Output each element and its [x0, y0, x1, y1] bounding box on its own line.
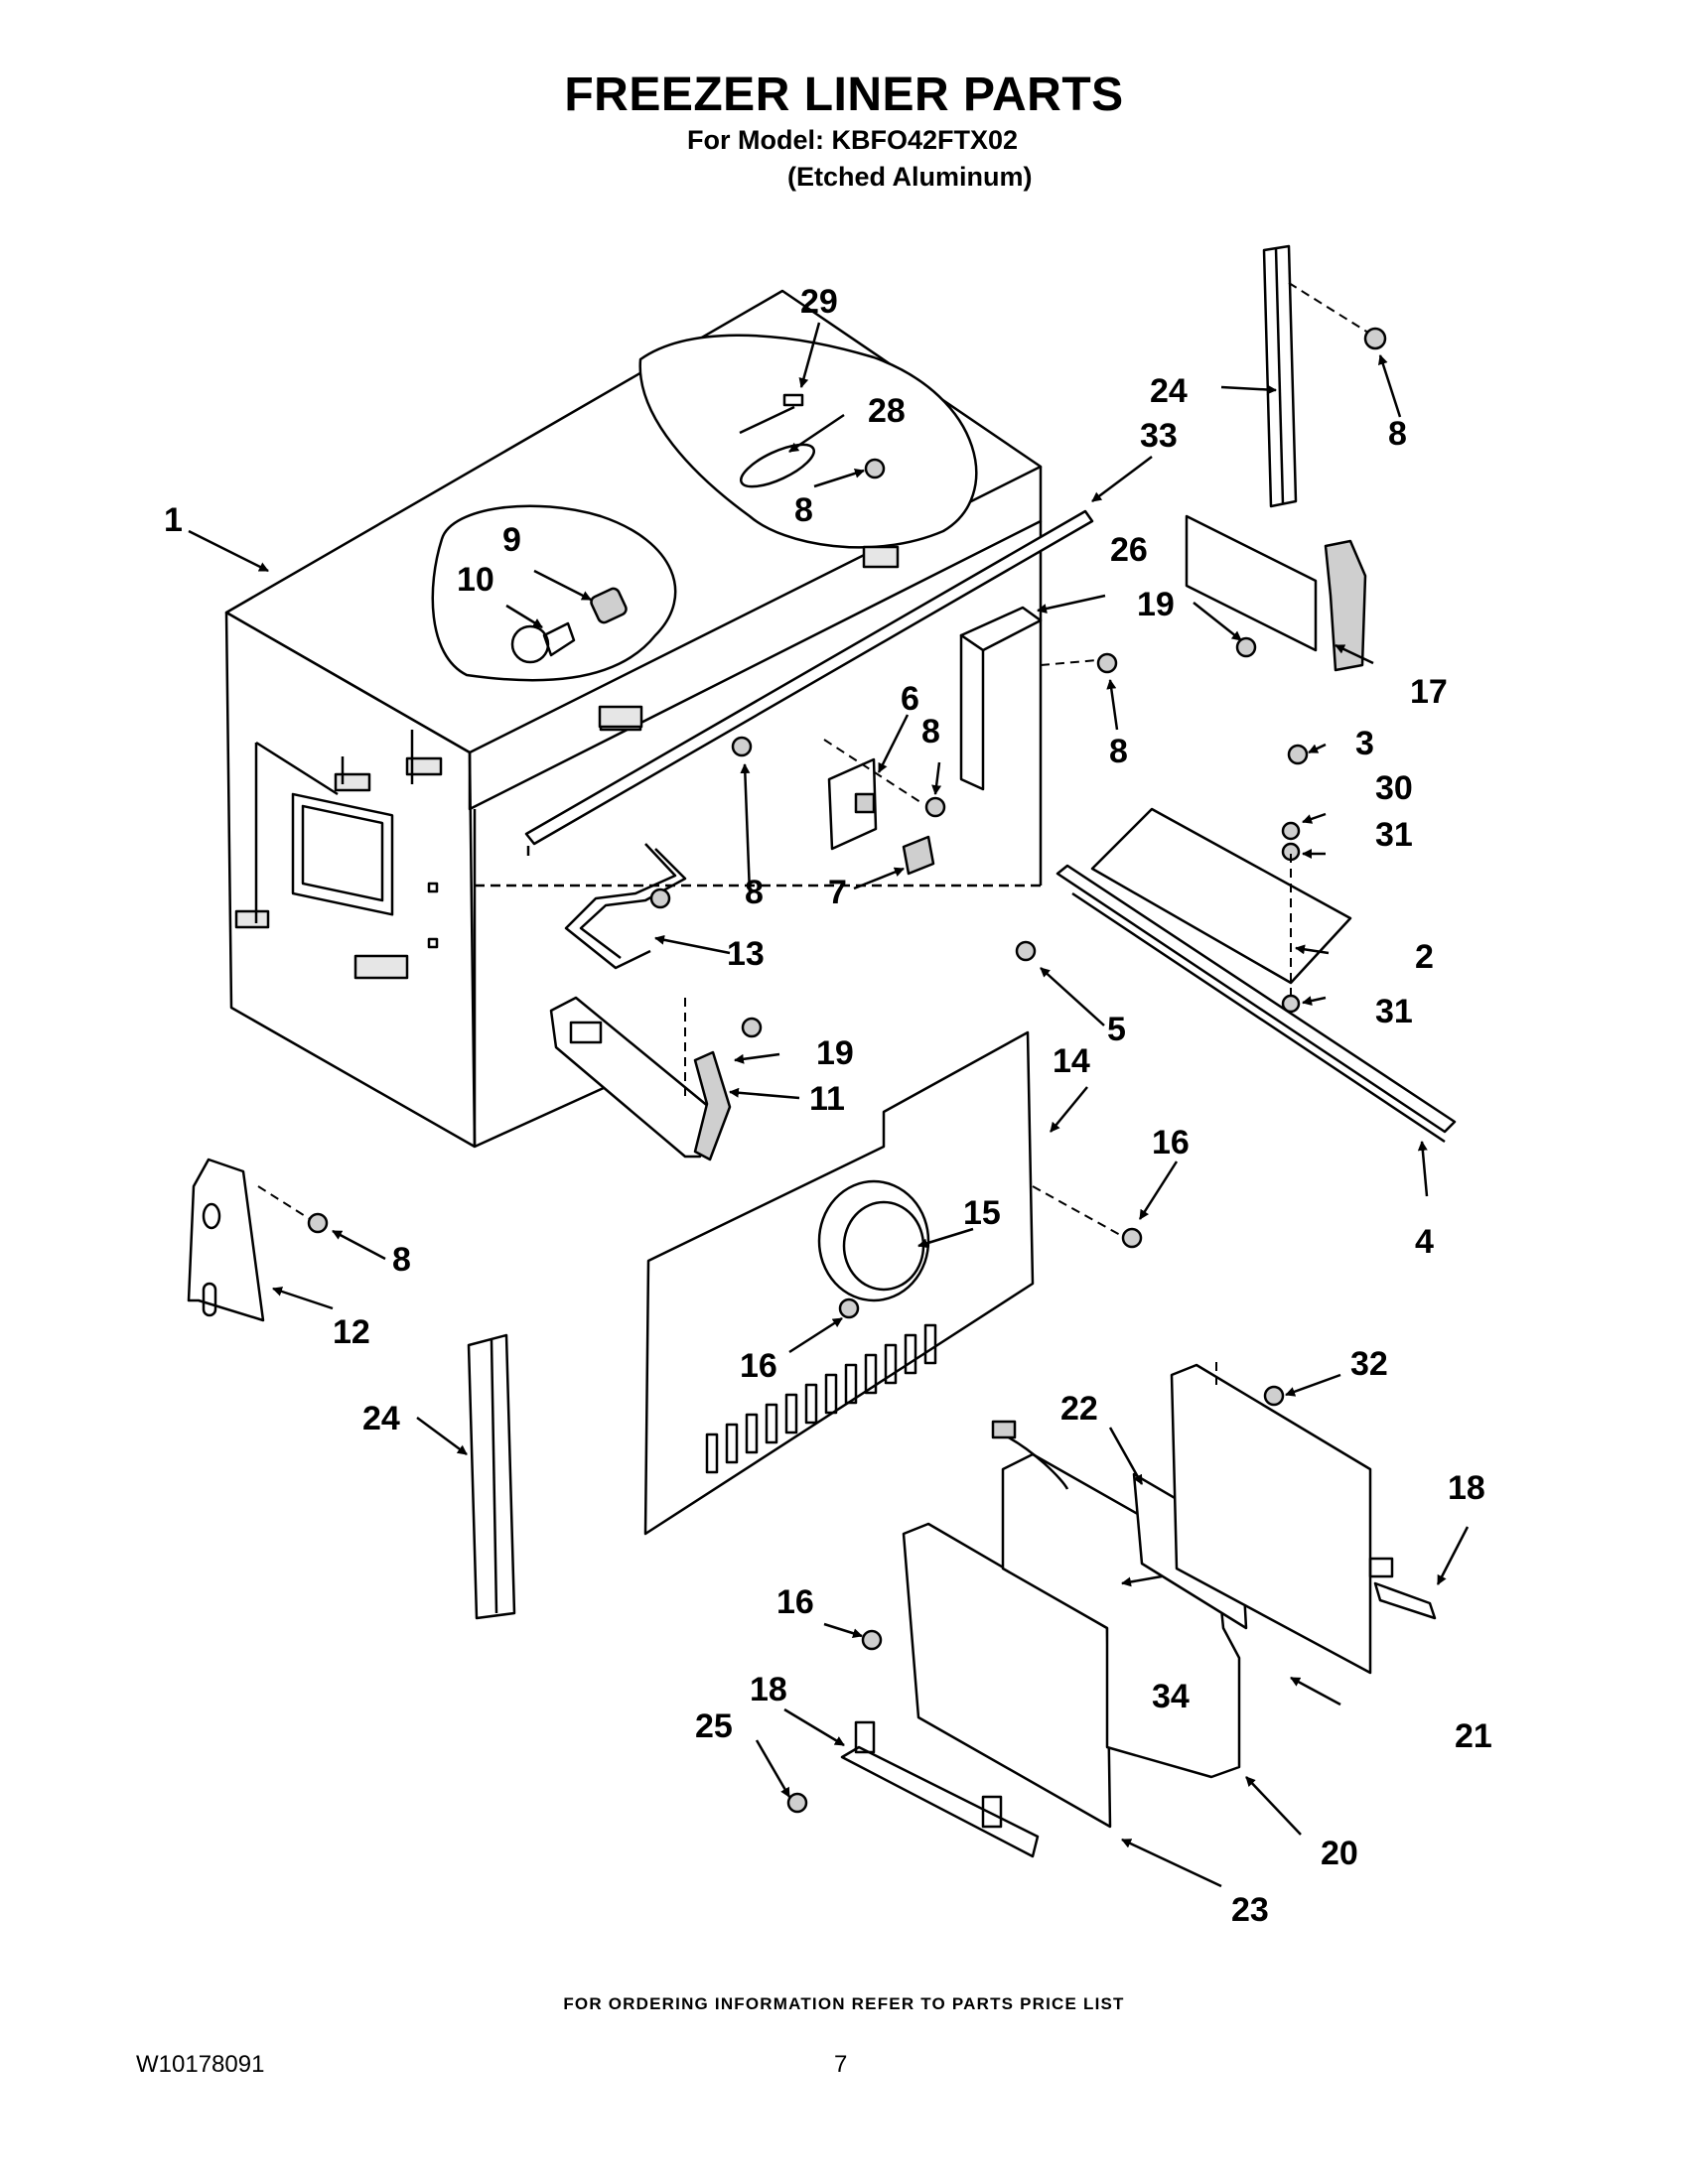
callout-6: 6 — [901, 680, 919, 718]
assembly-lines — [257, 282, 1369, 1385]
callout-11: 11 — [809, 1080, 845, 1118]
callout-labels: 1 2 3 4 5 6 7 8 8 8 8 8 8 9 10 11 12 13 … — [164, 283, 1492, 1929]
right-guide-rail-24 — [1262, 244, 1298, 508]
callout-15: 15 — [963, 1194, 1001, 1232]
callout-31-lower: 31 — [1375, 993, 1413, 1030]
callout-18-left: 18 — [750, 1671, 787, 1708]
leader-arrows — [188, 322, 1470, 1888]
finish-description: (Etched Aluminum) — [787, 162, 1033, 192]
callout-26: 26 — [1110, 531, 1148, 569]
callout-20: 20 — [1321, 1835, 1358, 1872]
freezer-liner-box — [224, 289, 1043, 1149]
top-trim-strip — [524, 509, 1094, 856]
callout-21: 21 — [1455, 1717, 1492, 1755]
wire-retainer-13 — [564, 843, 687, 970]
callout-28: 28 — [868, 392, 906, 430]
callout-34: 34 — [1152, 1678, 1190, 1715]
callout-5: 5 — [1107, 1011, 1126, 1048]
callout-33: 33 — [1140, 417, 1178, 455]
callout-14: 14 — [1053, 1042, 1090, 1080]
callout-24-right: 24 — [1150, 372, 1188, 410]
callout-18-right: 18 — [1448, 1469, 1485, 1507]
callout-24-left: 24 — [362, 1400, 400, 1437]
switch-bracket-6 — [827, 757, 935, 876]
corner-bracket-12 — [187, 1158, 265, 1322]
page-number: 7 — [834, 2051, 848, 2078]
callout-32: 32 — [1350, 1345, 1388, 1383]
document-number: W10178091 — [136, 2051, 265, 2078]
callout-8-top-right: 8 — [1388, 415, 1407, 453]
callout-10: 10 — [457, 561, 494, 599]
vent-slots — [705, 1323, 937, 1474]
page-title: FREEZER LINER PARTS — [564, 68, 1124, 121]
callout-16-panel: 16 — [740, 1347, 777, 1385]
callout-9: 9 — [502, 521, 521, 559]
callout-17: 17 — [1410, 673, 1448, 711]
callout-19-right: 19 — [1137, 586, 1175, 623]
callout-8-rail: 8 — [745, 874, 764, 911]
drawer-slide-18-left — [840, 1720, 1040, 1858]
callout-30: 30 — [1375, 769, 1413, 807]
handle-bracket-17 — [1185, 514, 1367, 672]
callout-16-right: 16 — [1152, 1124, 1190, 1161]
cross-support-2 — [1090, 807, 1352, 985]
callout-29: 29 — [800, 283, 838, 321]
callout-25: 25 — [695, 1707, 733, 1745]
callout-16-lower: 16 — [776, 1583, 814, 1621]
ordering-note: FOR ORDERING INFORMATION REFER TO PARTS … — [563, 1994, 1125, 2013]
callout-7: 7 — [828, 874, 847, 911]
callout-12: 12 — [333, 1313, 370, 1351]
left-guide-rail-24 — [467, 1333, 516, 1620]
callout-8-housing: 8 — [1109, 733, 1128, 770]
callout-1: 1 — [164, 501, 183, 539]
callout-8-switch: 8 — [921, 713, 940, 751]
callout-4: 4 — [1415, 1223, 1434, 1261]
light-housing-26 — [959, 606, 1043, 791]
callout-22: 22 — [1060, 1390, 1098, 1428]
callout-3: 3 — [1355, 725, 1374, 762]
fan-grille-15 — [817, 1179, 930, 1302]
callout-23: 23 — [1231, 1891, 1269, 1929]
drawer-slide-rail-4 — [1055, 864, 1457, 1144]
callout-19-left: 19 — [816, 1034, 854, 1072]
model-number: For Model: KBFO42FTX02 — [687, 125, 1019, 155]
callout-8-lens: 8 — [794, 491, 813, 529]
callout-31-upper: 31 — [1375, 816, 1413, 854]
callout-13: 13 — [727, 935, 765, 973]
drawer-slide-18-right — [1368, 1557, 1437, 1620]
callout-8-bracket: 8 — [392, 1241, 411, 1279]
drawer-slide-support-11 — [549, 996, 732, 1161]
callout-2: 2 — [1415, 938, 1434, 976]
